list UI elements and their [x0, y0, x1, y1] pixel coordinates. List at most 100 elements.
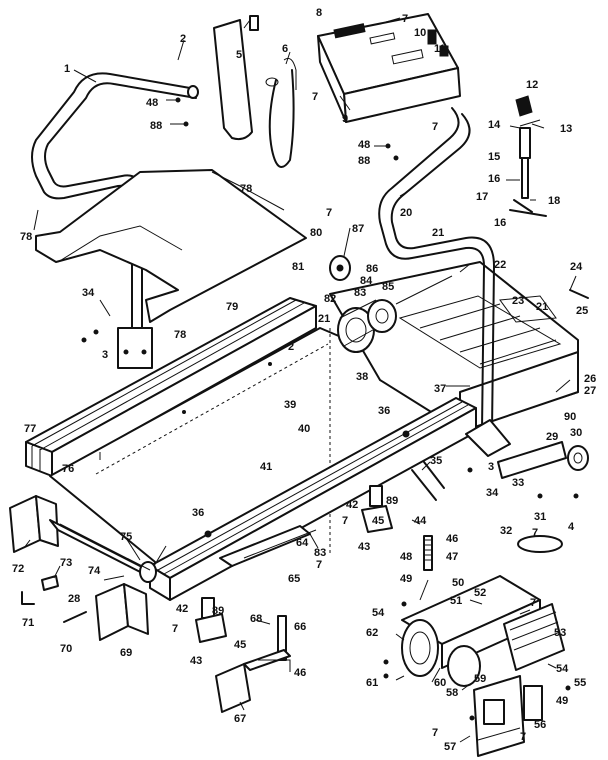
callout-label: 53	[554, 627, 566, 639]
callout-label: 87	[352, 223, 364, 235]
callout-label: 82	[324, 293, 336, 305]
callout-label: 10	[414, 27, 426, 39]
callout-label: 49	[556, 695, 568, 707]
callout-label: 62	[366, 627, 378, 639]
callout-label: 58	[446, 687, 458, 699]
callout-label: 38	[356, 371, 368, 383]
callout-label: 46	[446, 533, 458, 545]
callout-label: 50	[452, 577, 464, 589]
callout-label: 41	[260, 461, 272, 473]
callout-label: 7	[402, 13, 408, 25]
callout-label: 7	[432, 121, 438, 133]
callout-label: 42	[176, 603, 188, 615]
callout-label: 57	[444, 741, 456, 753]
callout-label: 84	[360, 275, 373, 287]
incline-lift-assembly	[509, 95, 547, 217]
callout-label: 83	[354, 287, 366, 299]
callout-label: 30	[570, 427, 582, 439]
callout-label: 60	[434, 677, 446, 689]
callout-label: 7	[532, 527, 538, 539]
callout-label: 2	[288, 341, 294, 353]
callout-label: 86	[366, 263, 378, 275]
callout-label: 18	[548, 195, 560, 207]
callout-label: 71	[22, 617, 34, 629]
callout-label: 48	[358, 139, 370, 151]
callout-label: 45	[372, 515, 384, 527]
console-assembly	[317, 13, 461, 123]
motor-bracket	[215, 649, 291, 713]
callout-label: 66	[294, 621, 306, 633]
callout-label: 73	[60, 557, 72, 569]
callout-label: 7	[530, 597, 536, 609]
small-hardware	[21, 97, 589, 721]
callout-label: 39	[284, 399, 296, 411]
callout-label: 5	[236, 49, 242, 61]
callout-label: 7	[342, 515, 348, 527]
callout-label: 46	[294, 667, 306, 679]
rear-foot-and-wheel	[465, 419, 589, 479]
callout-label: 7	[432, 727, 438, 739]
drive-motor-assembly	[401, 575, 565, 687]
callout-label: 81	[292, 261, 304, 273]
callout-label: 2	[180, 33, 186, 45]
callout-label: 75	[120, 531, 132, 543]
callout-label: 89	[386, 495, 398, 507]
callout-label: 48	[146, 97, 158, 109]
callout-label: 20	[400, 207, 412, 219]
callout-label: 72	[12, 563, 24, 575]
callout-label: 80	[310, 227, 322, 239]
callout-label: 11	[434, 43, 446, 55]
callout-label: 7	[316, 559, 322, 571]
callout-label: 25	[576, 305, 588, 317]
callout-label: 48	[400, 551, 412, 563]
callout-label: 32	[500, 525, 512, 537]
motor-controller-board	[473, 675, 543, 757]
callout-label: 12	[526, 79, 538, 91]
callout-numbers: 1 2 48 88 5 6 8 7 10 11 7 9 7 48 88 12 1…	[12, 7, 596, 753]
callout-label: 7	[312, 91, 318, 103]
callout-label: 52	[474, 587, 486, 599]
callout-label: 78	[20, 231, 32, 243]
callout-label: 31	[534, 511, 546, 523]
leveler-pad	[517, 535, 563, 553]
callout-label: 89	[212, 605, 224, 617]
callout-label: 29	[546, 431, 558, 443]
callout-label: 76	[62, 463, 74, 475]
callout-label: 45	[234, 639, 246, 651]
callout-label: 23	[512, 295, 524, 307]
callout-label: 70	[60, 643, 72, 655]
callout-label: 26	[584, 373, 596, 385]
callout-label: 6	[282, 43, 288, 55]
callout-label: 54	[372, 607, 385, 619]
callout-label: 16	[494, 217, 506, 229]
callout-label: 34	[82, 287, 95, 299]
callout-label: 90	[564, 411, 576, 423]
callout-label: 15	[488, 151, 500, 163]
callout-label: 27	[584, 385, 596, 397]
callout-label: 4	[568, 521, 575, 533]
safety-key-and-tether	[213, 15, 297, 169]
callout-label: 14	[488, 119, 501, 131]
callout-label: 43	[190, 655, 202, 667]
callout-label: 78	[174, 329, 186, 341]
callout-label: 49	[400, 573, 412, 585]
callout-label: 61	[366, 677, 378, 689]
callout-label: 55	[574, 677, 586, 689]
callout-label: 36	[378, 405, 390, 417]
callout-label: 36	[192, 507, 204, 519]
callout-label: 21	[432, 227, 444, 239]
callout-label: 69	[120, 647, 132, 659]
end-caps	[9, 495, 149, 641]
callout-label: 88	[150, 120, 162, 132]
callout-label: 17	[476, 191, 488, 203]
callout-label: 22	[494, 259, 506, 271]
callout-label: 24	[570, 261, 583, 273]
callout-label: 3	[102, 349, 108, 361]
callout-label: 35	[430, 455, 442, 467]
callout-label: 56	[534, 719, 546, 731]
callout-label: 34	[486, 487, 499, 499]
callout-label: 74	[88, 565, 101, 577]
callout-label: 83	[314, 547, 326, 559]
callout-label: 33	[512, 477, 524, 489]
